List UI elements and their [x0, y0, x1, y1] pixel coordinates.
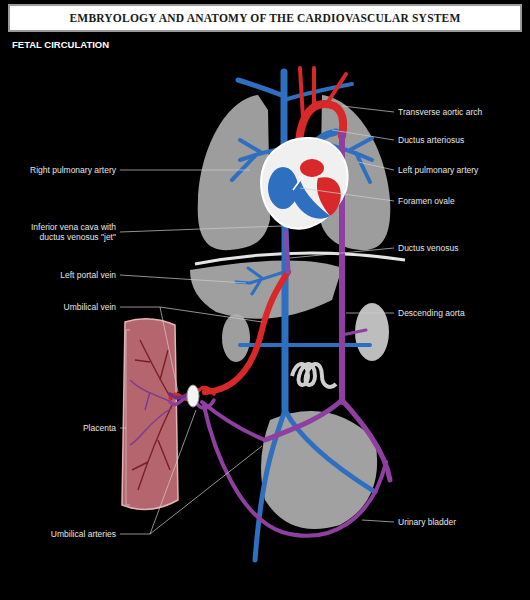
part-label: Ductus venosus: [398, 243, 524, 253]
part-label: Umbilical arteries: [26, 529, 116, 539]
right-iliac-artery: [265, 400, 342, 440]
renal-artery: [342, 330, 366, 335]
placental-artery-branches: [130, 380, 172, 445]
arteries: [202, 68, 390, 536]
leader-line: [358, 162, 394, 170]
diaphragm: [195, 253, 405, 264]
inferior-vena-cava: [282, 205, 289, 410]
title-text: EMBRYOLOGY AND ANATOMY OF THE CARDIOVASC…: [69, 12, 460, 24]
part-label: Umbilical vein: [26, 302, 116, 312]
leader-line: [342, 106, 394, 112]
part-label: Inferior vena cava with ductus venosus "…: [26, 222, 116, 242]
leader-line: [120, 307, 262, 392]
left-umbilical-artery: [204, 406, 386, 536]
leader-line: [290, 248, 394, 258]
title-banner: EMBRYOLOGY AND ANATOMY OF THE CARDIOVASC…: [8, 4, 522, 32]
right-atrium: [268, 167, 298, 209]
leader-line: [120, 226, 282, 232]
part-label: Transverse aortic arch: [398, 107, 524, 117]
leader-lines: [120, 106, 394, 534]
right-brachiocephalic-vein: [238, 80, 284, 96]
left-ventricle: [317, 177, 341, 216]
part-label: Placenta: [26, 423, 116, 433]
left-brachiocephalic-vein: [284, 84, 352, 100]
left-atrium: [300, 159, 324, 177]
veins: [232, 72, 375, 560]
heart-outline: [261, 138, 347, 229]
leader-line: [120, 170, 250, 171]
part-label: Foramen ovale: [398, 196, 524, 206]
part-label: Urinary bladder: [398, 517, 524, 527]
cord-clamp: [187, 385, 199, 407]
placenta-bracket: [120, 330, 130, 505]
leader-line: [300, 188, 394, 201]
section-heading: FETAL CIRCULATION: [12, 39, 232, 50]
part-label: Descending aorta: [398, 308, 524, 318]
placental-vein-branches: [132, 340, 172, 490]
intestine-coil: [292, 364, 336, 387]
leader-line: [120, 410, 262, 534]
part-label: Ductus arteriosus: [398, 135, 524, 145]
right-kidney: [222, 314, 250, 362]
leader-line: [362, 520, 394, 522]
part-label: Right pulmonary artery: [26, 165, 116, 175]
placental-vessels: [130, 340, 172, 490]
leader-line: [332, 130, 394, 140]
umbilical-vein: [205, 272, 288, 392]
part-label: Left pulmonary artery: [398, 165, 524, 175]
leader-line: [346, 313, 394, 314]
ductus-venosus: [286, 232, 288, 272]
part-label: Left portal vein: [26, 270, 116, 280]
leader-line: [120, 275, 246, 283]
